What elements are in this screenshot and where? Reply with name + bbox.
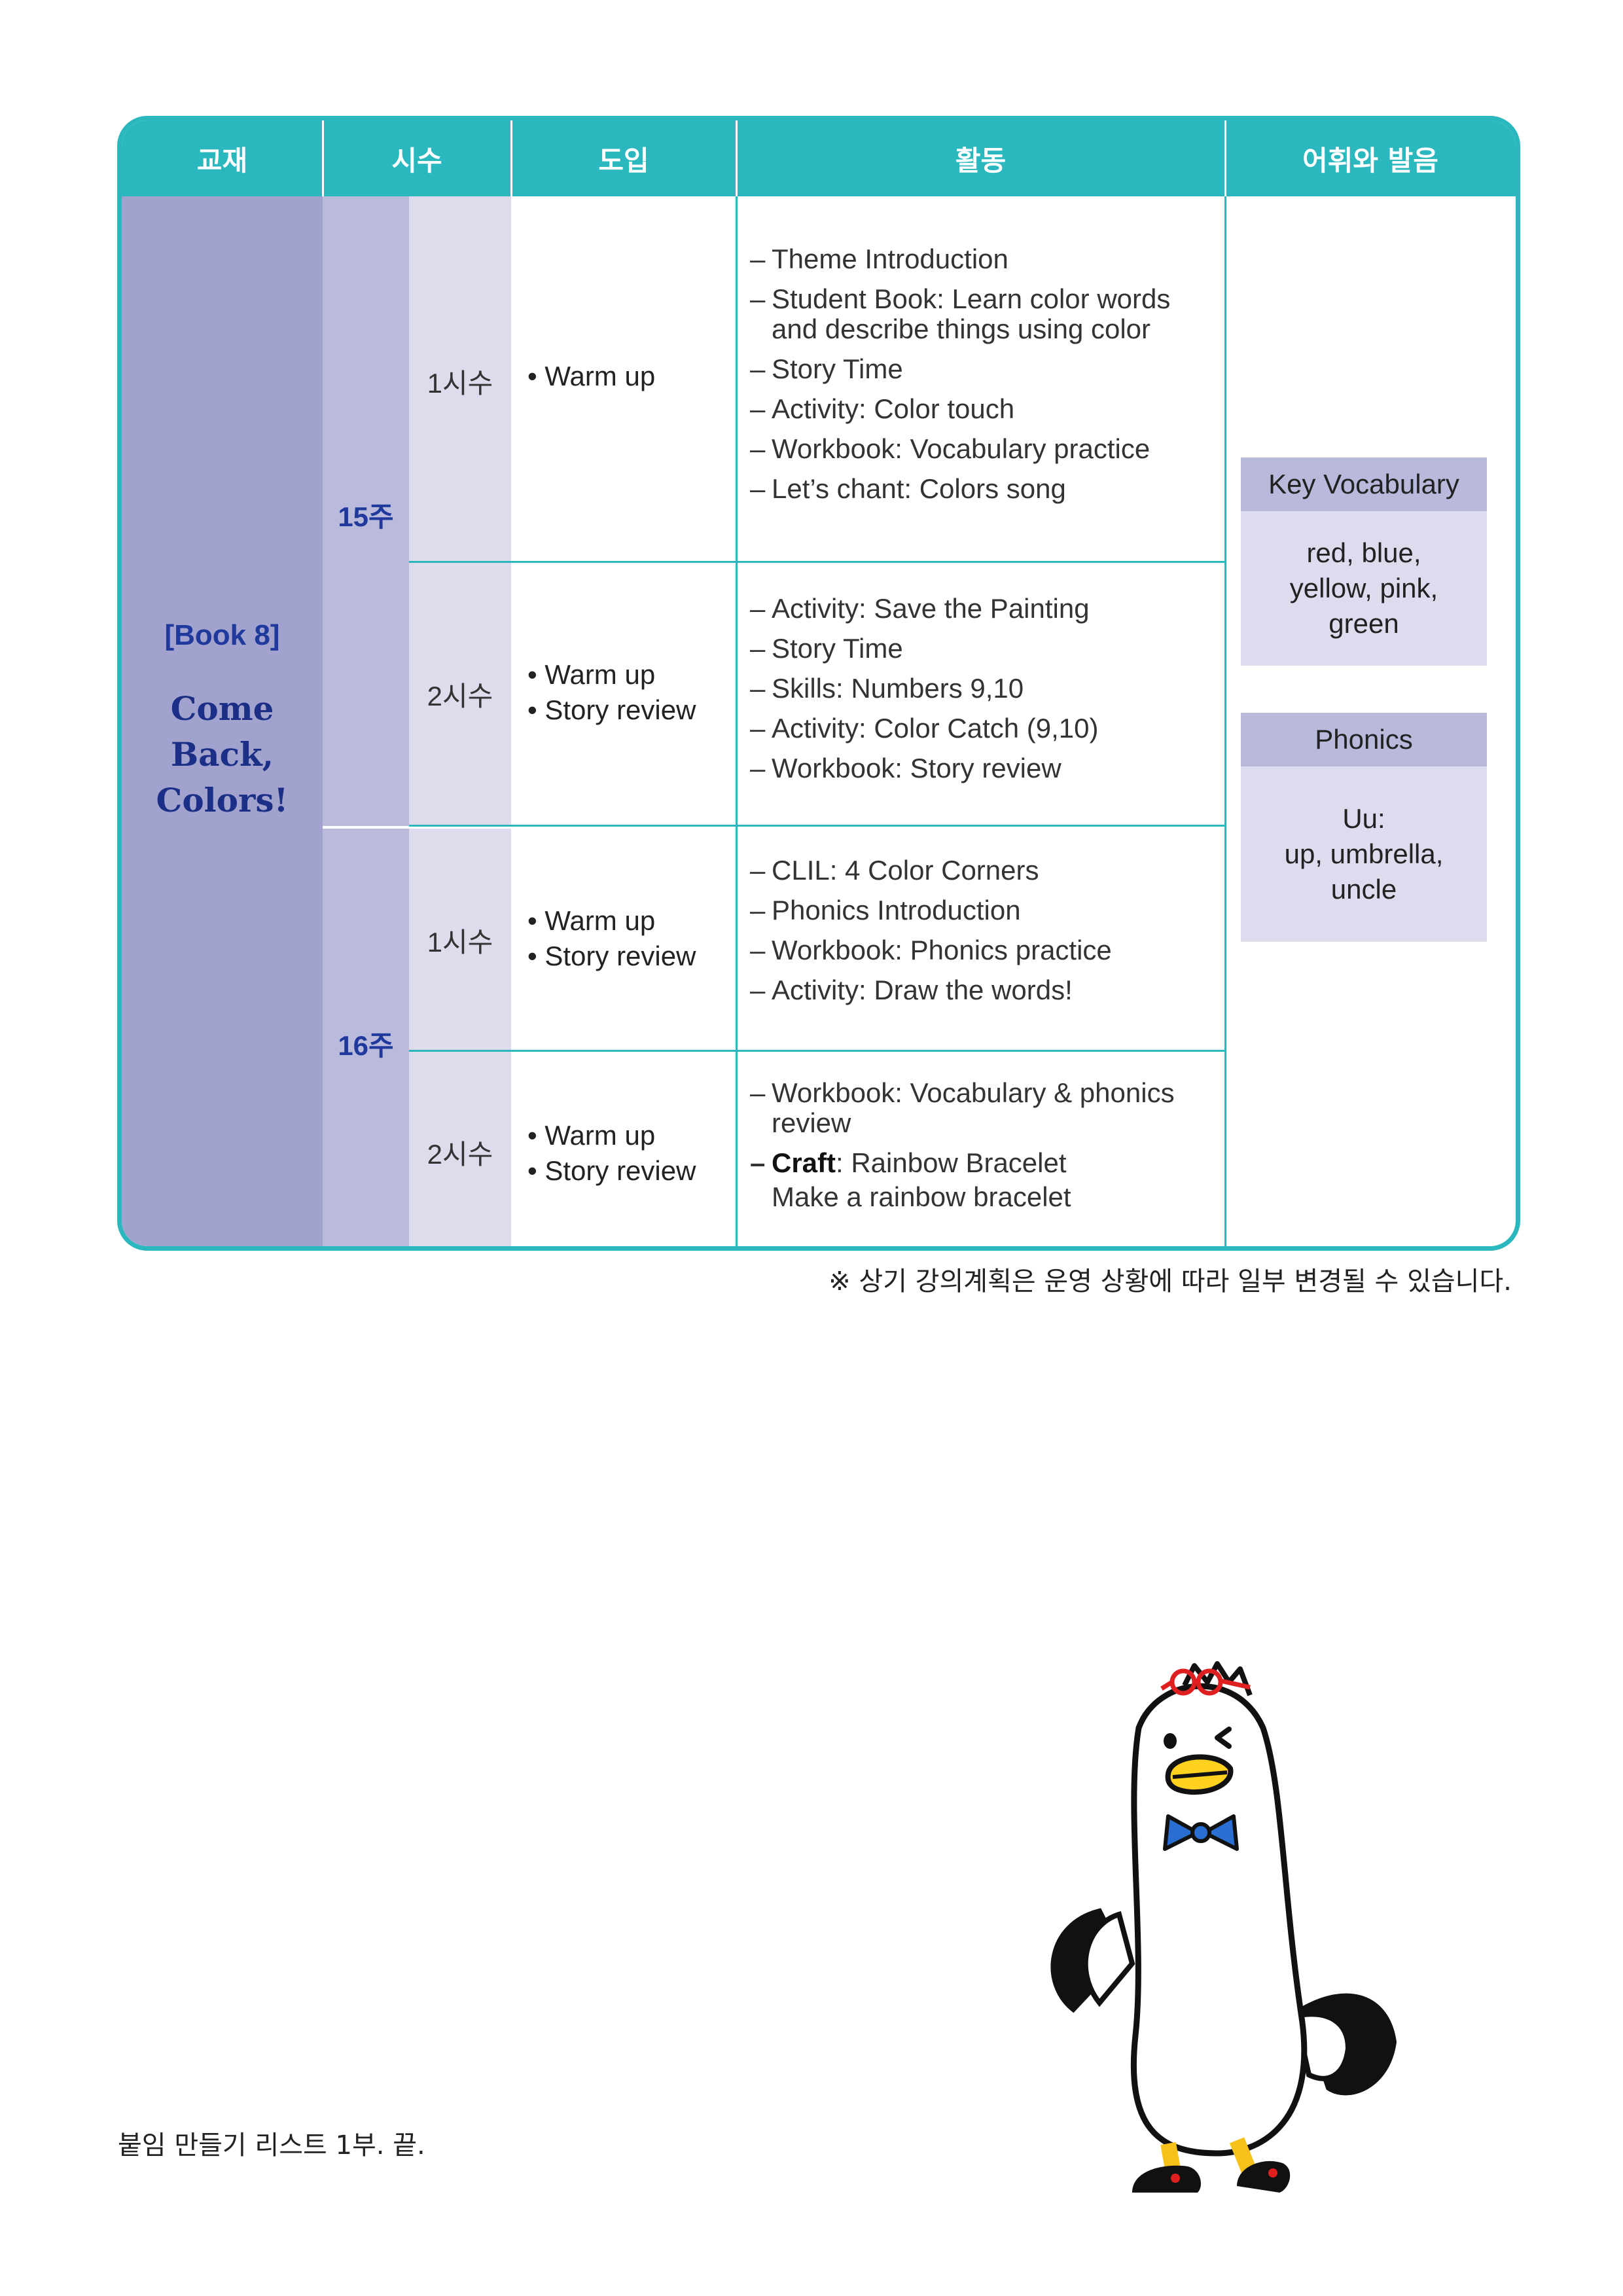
session-column <box>409 196 511 1246</box>
session-label: 1시수 <box>427 368 493 399</box>
duck-mascot-illustration <box>1050 1661 1397 2193</box>
key-vocabulary-title: Key Vocabulary <box>1241 457 1487 511</box>
book-title-line: Come <box>170 689 274 728</box>
session-label: 2시수 <box>427 1139 493 1170</box>
week-16: 16주 <box>338 1030 394 1061</box>
activity-item: –Theme Introduction <box>750 243 1008 274</box>
intro-cell: • Warm up <box>527 359 655 394</box>
intro-item: • Warm up <box>527 905 656 936</box>
attachment-footer: 붙임 만들기 리스트 1부. 끝. <box>118 2130 425 2161</box>
activity-cell: –CLIL: 4 Color Corners –Phonics Introduc… <box>750 853 1221 1013</box>
key-vocabulary-box: Key Vocabulary red, blue, yellow, pink, … <box>1241 457 1487 666</box>
intro-item: • Warm up <box>527 1120 656 1151</box>
week-15: 15주 <box>338 501 394 532</box>
phonics-box: Phonics Uu: up, umbrella, uncle <box>1241 713 1487 942</box>
session-label: 2시수 <box>427 681 493 711</box>
phonics-list: Uu: up, umbrella, uncle <box>1241 766 1487 942</box>
intro-item: • Warm up <box>527 361 656 391</box>
week-column <box>323 196 409 1246</box>
phonics-title: Phonics <box>1241 713 1487 766</box>
lesson-plan-table: 교재 시수 도입 활동 어휘와 발음 [Book 8] Come Back, C… <box>117 116 1520 1251</box>
vocab-line: yellow, pink, <box>1289 573 1438 603</box>
activity-item: –Activity: Save the Painting <box>750 593 1090 624</box>
book-title-line: Back, <box>170 735 274 774</box>
phonics-line: uncle <box>1330 874 1397 905</box>
book-title: Come Back, Colors! <box>122 686 323 823</box>
vocab-line: red, blue, <box>1306 537 1421 568</box>
session-label: 1시수 <box>427 927 493 958</box>
header-activity: 활동 <box>955 144 1007 177</box>
activity-item: –Workbook: Story review <box>750 753 1061 783</box>
activity-cell: –Activity: Save the Painting –Story Time… <box>750 592 1221 791</box>
phonics-line: up, umbrella, <box>1284 838 1444 869</box>
book-column <box>122 196 323 1246</box>
intro-item: • Story review <box>527 941 696 971</box>
vocab-line: green <box>1329 608 1399 639</box>
activity-item: –Story Time <box>750 353 903 384</box>
intro-item: • Story review <box>527 1155 696 1186</box>
book-title-line: Colors! <box>156 781 289 819</box>
intro-cell: • Warm up • Story review <box>527 1118 696 1189</box>
activity-item: –CLIL: 4 Color Corners <box>750 855 1039 886</box>
activity-item: –Phonics Introduction <box>750 895 1021 925</box>
activity-cell: –Theme Introduction –Student Book: Learn… <box>750 242 1221 512</box>
header-session: 시수 <box>391 144 442 177</box>
phonics-line: Uu: <box>1342 803 1385 834</box>
schedule-note: ※ 상기 강의계획은 운영 상황에 따라 일부 변경될 수 있습니다. <box>829 1266 1512 1297</box>
activity-item: –Story Time <box>750 633 903 664</box>
week-divider <box>323 826 511 829</box>
activity-item: –Activity: Color touch <box>750 393 1015 424</box>
table-header: 교재 시수 도입 활동 어휘와 발음 <box>122 120 1516 196</box>
header-vocab: 어휘와 발음 <box>1302 144 1438 177</box>
header-intro: 도입 <box>598 144 649 177</box>
activity-item: –Workbook: Phonics practice <box>750 935 1112 965</box>
intro-cell: • Warm up • Story review <box>527 657 696 728</box>
intro-item: • Story review <box>527 694 696 725</box>
header-book: 교재 <box>196 144 248 177</box>
activity-item: –Activity: Draw the words! <box>750 975 1073 1005</box>
activity-item: –Activity: Color Catch (9,10) <box>750 713 1099 744</box>
key-vocabulary-list: red, blue, yellow, pink, green <box>1241 511 1487 666</box>
activity-item: –Workbook: Vocabulary practice <box>750 433 1150 464</box>
activity-item: –Skills: Numbers 9,10 <box>750 673 1024 704</box>
intro-item: • Warm up <box>527 659 656 690</box>
activity-item: –Let’s chant: Colors song <box>750 473 1066 504</box>
intro-cell: • Warm up • Story review <box>527 903 696 974</box>
book-tag: [Book 8] <box>164 619 280 651</box>
